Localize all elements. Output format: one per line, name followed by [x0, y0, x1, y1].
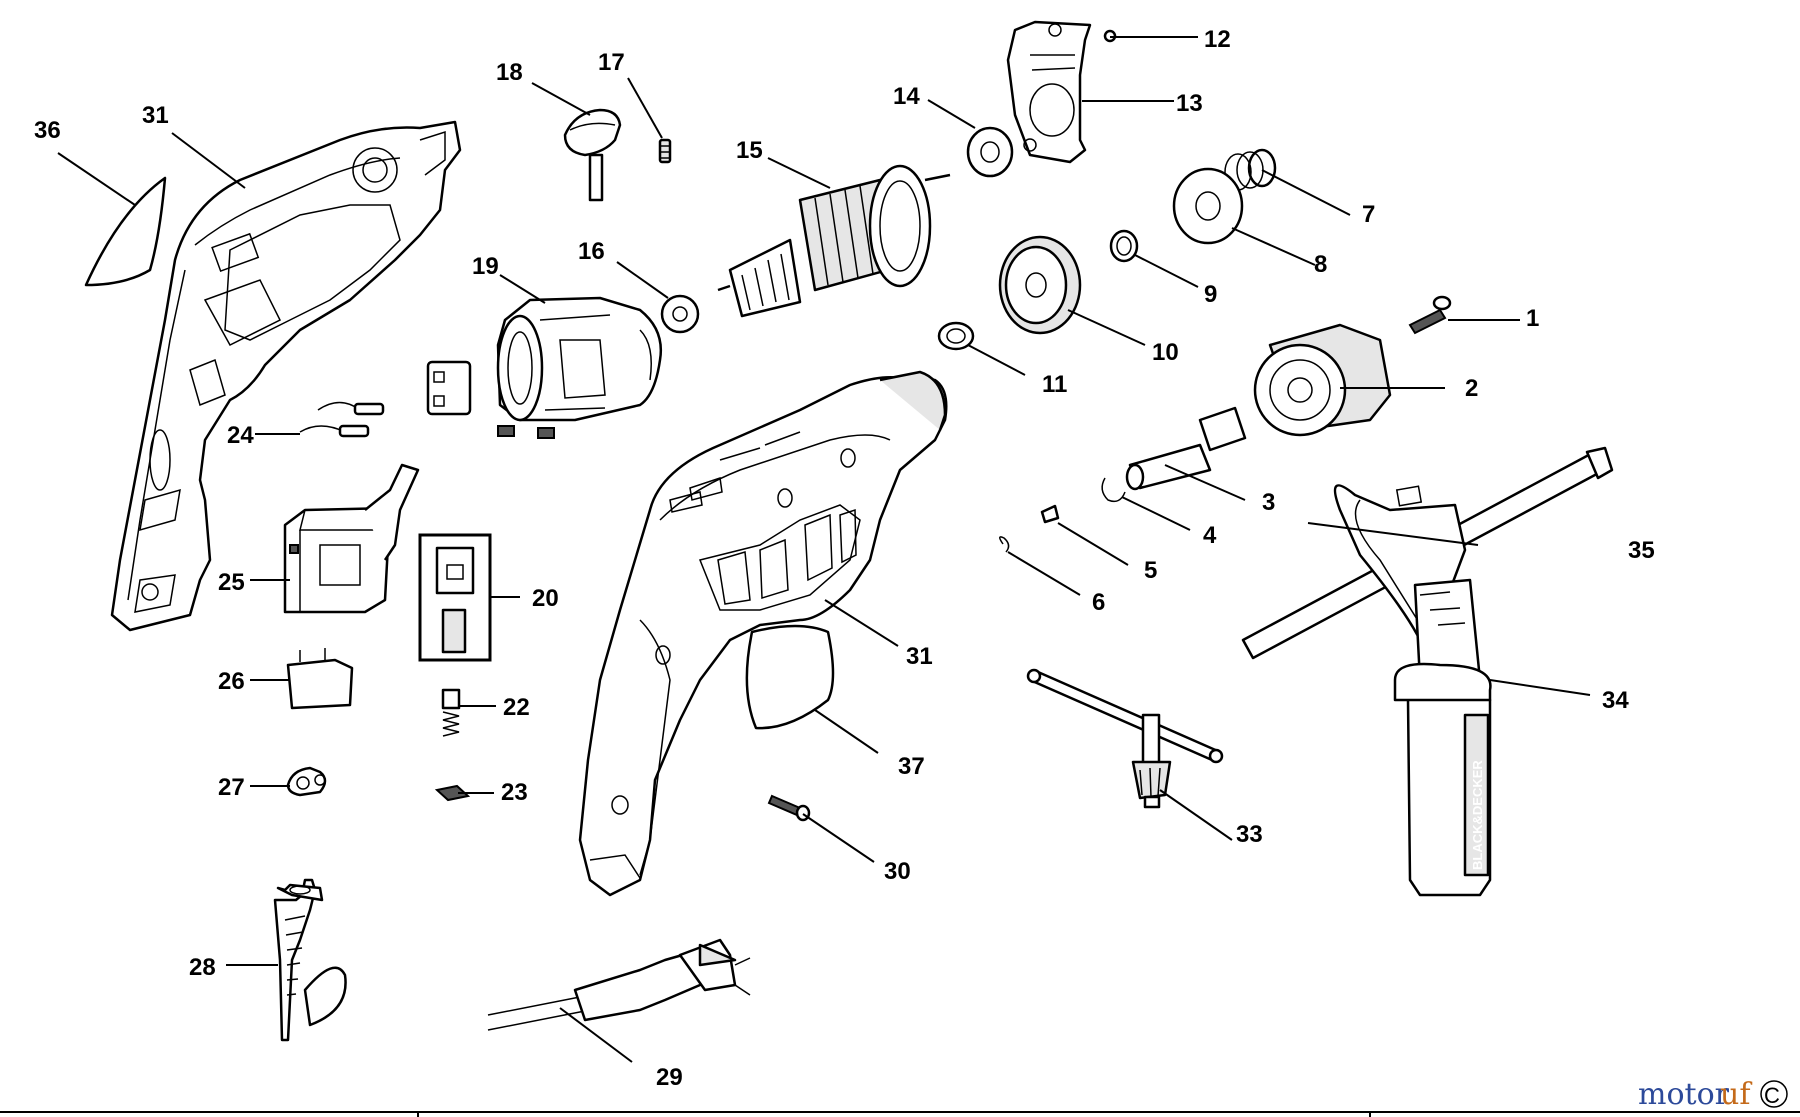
- callout-5: 5: [1144, 557, 1157, 584]
- watermark-part1: motor: [1638, 1077, 1730, 1112]
- part-19-stator-field: [496, 296, 663, 439]
- part-1-chuck-screw: [1408, 295, 1452, 335]
- part-10-gear: [998, 235, 1082, 335]
- part-30-screw: [767, 794, 811, 822]
- callout-3: 3: [1262, 489, 1275, 516]
- callout-18: 18: [496, 59, 523, 86]
- callout-28: 28: [189, 954, 216, 981]
- watermark-copyright: C: [1764, 1083, 1780, 1108]
- callout-16: 16: [578, 238, 605, 265]
- part-34-side-handle: [1333, 484, 1492, 897]
- part-14-bearing: [966, 126, 1014, 178]
- part-33-chuck-key: [1026, 668, 1224, 809]
- watermark: motor uf C: [1638, 1077, 1788, 1112]
- callout-19: 19: [472, 253, 499, 280]
- callout-9: 9: [1204, 281, 1217, 308]
- callout-12: 12: [1204, 26, 1231, 53]
- part-25-switch: [283, 463, 420, 614]
- part-18-selector-knob: [563, 108, 622, 202]
- part-4-circlip: [1101, 477, 1126, 503]
- part-3-spindle: [1125, 406, 1247, 491]
- part-11-bushing: [937, 321, 975, 351]
- callout-15: 15: [736, 137, 763, 164]
- part-36-label-plate: [84, 176, 167, 287]
- callout-36: 36: [34, 117, 61, 144]
- callout-6: 6: [1092, 589, 1105, 616]
- callout-22: 22: [503, 694, 530, 721]
- callout-11: 11: [1042, 371, 1067, 398]
- part-31-housing-assembled: [578, 370, 948, 897]
- side-handle-brand: BLACK&DECKER: [1470, 760, 1485, 870]
- part-20-brush-set-box: [418, 533, 492, 662]
- callout-24: 24: [227, 422, 254, 449]
- watermark-part2: uf: [1720, 1077, 1752, 1112]
- callout-10: 10: [1152, 339, 1179, 366]
- callout-37: 37: [898, 753, 925, 780]
- callout-17: 17: [598, 49, 625, 76]
- callout-34: 34: [1602, 687, 1629, 714]
- callout-26: 26: [218, 668, 245, 695]
- part-23-brush-cap: [434, 784, 471, 802]
- part-6-ring: [999, 536, 1010, 553]
- part-22-brush-spring: [441, 688, 461, 737]
- callout-33: 33: [1236, 821, 1263, 848]
- part-37-side-label: [745, 624, 835, 730]
- part-28-cord-protector: [273, 878, 347, 1042]
- callout-7: 7: [1362, 201, 1375, 228]
- callout-29: 29: [656, 1064, 683, 1091]
- callout-23: 23: [501, 779, 528, 806]
- callout-27: 27: [218, 774, 245, 801]
- callout-31b: 31: [906, 643, 933, 670]
- part-31-housing-left: [110, 120, 462, 632]
- callout-30: 30: [884, 858, 911, 885]
- part-17-set-screw: [658, 138, 672, 164]
- part-9-ring: [1109, 229, 1139, 263]
- callout-31a: 31: [142, 102, 169, 129]
- part-27-cord-clamp: [286, 766, 327, 797]
- leader-lines: [57, 36, 1591, 1063]
- callout-14: 14: [893, 83, 920, 110]
- callout-20: 20: [532, 585, 559, 612]
- callout-25: 25: [218, 569, 245, 596]
- callout-13: 13: [1176, 90, 1203, 117]
- callout-1: 1: [1526, 305, 1539, 332]
- callout-35: 35: [1628, 537, 1655, 564]
- part-16-washer: [660, 294, 700, 334]
- part-5-key: [1040, 504, 1060, 524]
- callout-4: 4: [1203, 522, 1217, 549]
- part-13-gear-plate: [1006, 20, 1092, 164]
- part-8-ratchet: [1172, 167, 1244, 245]
- callout-8: 8: [1314, 251, 1327, 278]
- part-26-suppressor: [286, 648, 354, 710]
- part-29-mains-plug: [487, 938, 751, 1031]
- part-brush-holder: [426, 360, 472, 416]
- part-15-armature: [717, 164, 951, 318]
- part-24-carbon-brushes: [299, 401, 385, 438]
- callout-2: 2: [1465, 375, 1478, 402]
- part-2-chuck: [1253, 323, 1392, 437]
